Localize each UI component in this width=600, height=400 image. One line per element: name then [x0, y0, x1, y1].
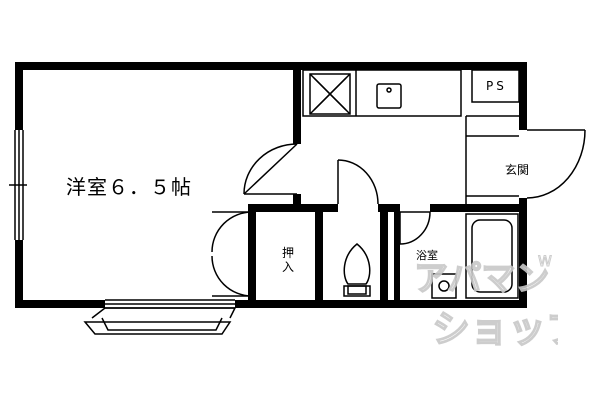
- closet-wall-left: [248, 204, 256, 308]
- toilet-wall-right: [380, 204, 388, 308]
- outer-wall-top: [15, 62, 527, 70]
- outer-wall-bottom-left: [15, 300, 105, 308]
- outer-wall-left-lower: [15, 240, 23, 308]
- middle-wall-c: [430, 204, 527, 212]
- kitchen-counter: [302, 69, 462, 117]
- outer-wall-right-upper: [519, 62, 527, 130]
- closet-label: 押入: [281, 246, 294, 274]
- closet-wall-right: [315, 204, 323, 308]
- outer-wall-left-upper: [15, 62, 23, 130]
- outer-wall-right-lower: [519, 198, 527, 308]
- svg-text:W: W: [538, 254, 552, 270]
- svg-text:アパマン: アパマン: [414, 259, 549, 299]
- bath-wall-left: [394, 204, 400, 308]
- bathroom-label: 浴室: [416, 249, 438, 262]
- middle-wall-a: [248, 204, 338, 212]
- walls: [15, 62, 527, 308]
- apaman-shop-watermark: アパマン ショップ W: [413, 254, 558, 352]
- bathtub: [465, 213, 519, 299]
- sink-icon: [376, 83, 402, 109]
- entrance-label: 玄関: [505, 163, 530, 177]
- main-room-wall-right-upper: [293, 62, 301, 144]
- svg-text:ショップ: ショップ: [432, 307, 558, 351]
- ps-box: [471, 69, 520, 103]
- fixtures: [9, 69, 586, 335]
- stove-icon: [309, 73, 351, 115]
- main-room-lower-divider: [248, 212, 256, 222]
- main-room-wall-right-lower: [293, 194, 301, 204]
- western-room-label: 洋室６．５帖: [66, 175, 192, 199]
- pipe-space-label: PS: [486, 79, 507, 93]
